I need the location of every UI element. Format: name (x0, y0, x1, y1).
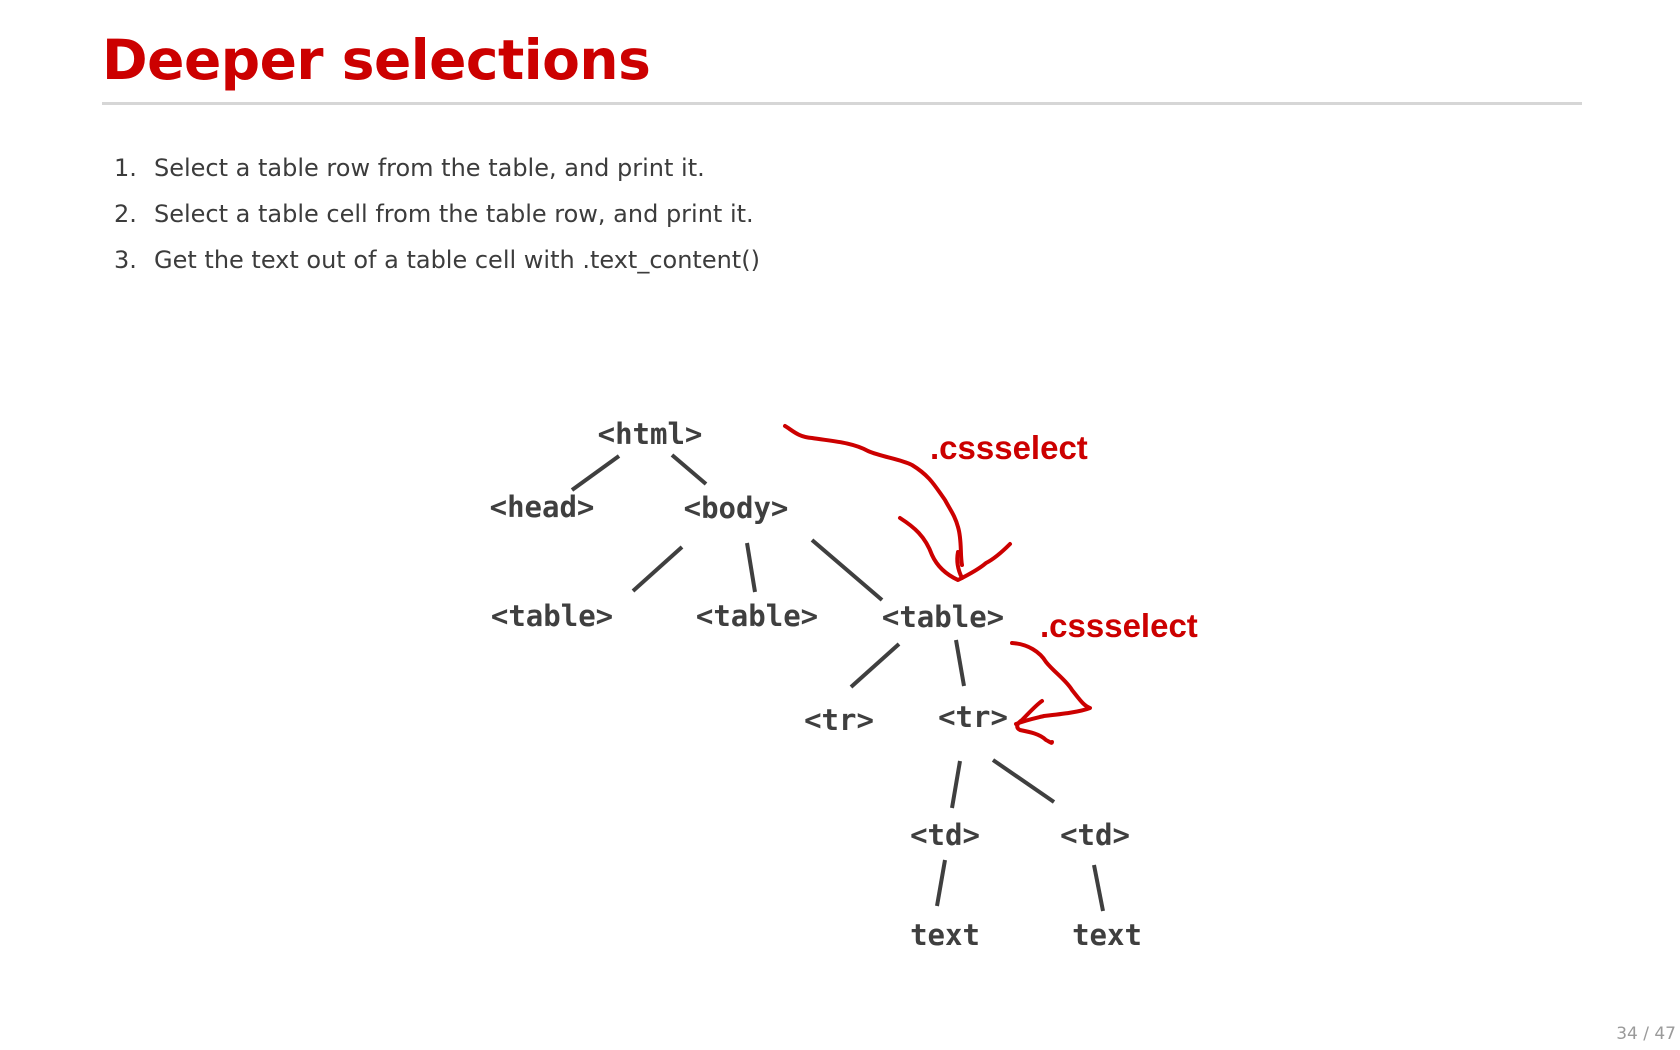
slide-title: Deeper selections (102, 28, 651, 92)
list-item-text: Get the text out of a table cell with .t… (154, 246, 760, 274)
edge-html-body (670, 453, 708, 486)
edge-html-head (570, 454, 621, 492)
node-table-3: <table> (882, 600, 1004, 634)
node-head: <head> (490, 490, 595, 524)
edge-body-table1 (631, 545, 684, 593)
arrow-table-to-tr-icon (1010, 641, 1092, 726)
list-item-text: Select a table cell from the table row, … (154, 200, 754, 228)
list-item: 3. Get the text out of a table cell with … (114, 240, 760, 286)
list-item-number: 3. (114, 246, 137, 274)
cssselect-annotation-1: .cssselect (930, 429, 1088, 466)
arrow-head-table-tip-icon (955, 550, 964, 580)
page-counter: 34 / 47 (1616, 1024, 1676, 1044)
cssselect-annotation-2: .cssselect (1040, 607, 1198, 644)
edge-td2-text2 (1092, 864, 1105, 912)
edge-td1-text1 (935, 859, 947, 907)
node-html: <html> (598, 417, 703, 451)
node-table-2: <table> (696, 599, 818, 633)
edge-tr2-td1 (950, 760, 962, 809)
node-tr-1: <tr> (804, 703, 874, 737)
arrow-head-tr-icon (1015, 699, 1054, 745)
node-td-2: <td> (1060, 818, 1130, 852)
node-text-1: text (910, 918, 980, 952)
edge-body-table3 (810, 538, 884, 602)
node-tr-2: <tr> (938, 700, 1008, 734)
steps-list: 1. Select a table row from the table, and… (114, 148, 760, 286)
node-text-2: text (1072, 918, 1142, 952)
list-item: 1. Select a table row from the table, and… (114, 148, 760, 194)
list-item-number: 1. (114, 154, 137, 182)
edge-body-table2 (745, 542, 757, 593)
node-body: <body> (684, 491, 789, 525)
edge-table3-tr1 (849, 642, 901, 689)
edge-tr2-td2 (991, 758, 1056, 804)
title-divider (102, 102, 1582, 105)
list-item: 2. Select a table cell from the table row… (114, 194, 760, 240)
node-table-1: <table> (491, 599, 613, 633)
arrow-head-table-icon (898, 516, 1012, 582)
list-item-text: Select a table row from the table, and p… (154, 154, 705, 182)
arrow-html-to-table-icon (783, 424, 964, 567)
edge-table3-tr2 (954, 639, 966, 687)
node-td-1: <td> (910, 818, 980, 852)
list-item-number: 2. (114, 200, 137, 228)
